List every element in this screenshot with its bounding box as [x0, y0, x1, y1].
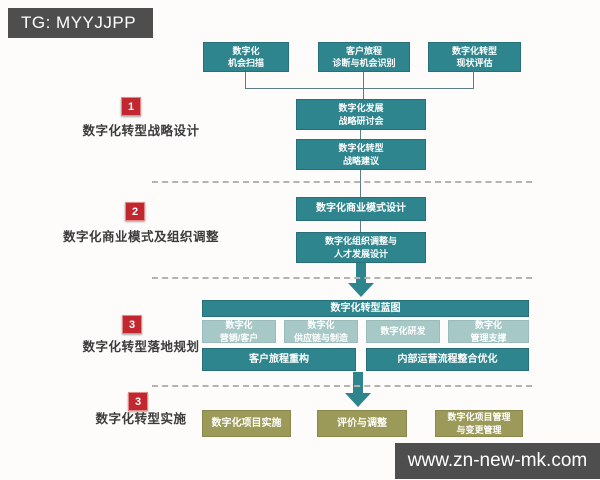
stage-number: 2	[131, 205, 139, 218]
stage-1-label: 数字化转型战略设计	[82, 124, 200, 138]
box-text-line: 数字化项目实施	[211, 417, 282, 429]
domain-box-marketing-customer: 数字化 营销/客户	[202, 320, 276, 343]
domain-box-management-support: 数字化 管理支撑	[448, 320, 529, 343]
box-strategy-workshop: 数字化发展 战略研讨会	[296, 99, 426, 130]
box-text-line: 战略建议	[342, 155, 379, 166]
stage-divider-dashed-line	[152, 385, 532, 387]
box-business-model-design: 数字化商业模式设计	[296, 197, 426, 221]
box-text-line: 数字化项目管理	[447, 412, 511, 423]
top-watermark-text: TG: MYYJJPP	[21, 13, 137, 32]
box-text-line: 数字化商业模式设计	[316, 203, 406, 215]
box-text-line: 数字化组织调整与	[324, 236, 397, 247]
connector-line	[245, 72, 246, 89]
stage-number: 3	[134, 395, 142, 408]
box-text-line: 数字化转型蓝图	[330, 302, 401, 314]
box-text-line: 管理支撑	[470, 332, 507, 343]
box-text-line: 数字化	[225, 320, 253, 331]
connector-line	[473, 71, 474, 89]
box-org-adjustment-talent: 数字化组织调整与 人才发展设计	[296, 232, 426, 263]
down-arrow-icon	[356, 263, 366, 283]
box-text-line: 人才发展设计	[333, 248, 388, 259]
connector-line	[360, 221, 361, 232]
box-text-line: 诊断与机会识别	[332, 58, 396, 68]
connector-line	[363, 72, 364, 99]
box-text-line: 数字化发展	[338, 103, 384, 114]
box-project-change-management: 数字化项目管理 与变更管理	[435, 410, 523, 437]
stage-4-badge: 3	[128, 392, 148, 411]
box-text-line: 内部运营流程整合优化	[397, 353, 498, 365]
stage-number: 1	[127, 100, 135, 113]
box-strategy-proposal: 数字化转型 战略建议	[296, 139, 426, 170]
stage-2-badge: 2	[125, 202, 145, 221]
down-arrow-icon	[353, 372, 363, 393]
domain-box-supply-chain-manufacturing: 数字化 供应链与制造	[284, 320, 358, 343]
stage-number: 3	[128, 318, 136, 331]
box-text-line: 客户旅程	[345, 45, 382, 56]
stage-2-label: 数字化商业模式及组织调整	[62, 230, 219, 244]
stage-3-badge: 3	[122, 315, 142, 334]
stage-1-badge: 1	[121, 97, 141, 116]
stage-divider-dashed-line	[152, 277, 532, 279]
box-text-line: 机会扫描	[227, 58, 264, 68]
input-box-opportunity-scan: 数字化 机会扫描	[203, 42, 289, 72]
stage-3-label: 数字化转型落地规划	[82, 340, 200, 354]
stage-divider-dashed-line	[152, 181, 532, 183]
box-text-line: 数字化	[474, 320, 502, 331]
stream-box-customer-journey-rebuild: 客户旅程重构	[202, 348, 356, 371]
input-box-status-assessment: 数字化转型 现状评估	[428, 42, 521, 72]
box-text-line: 数字化研发	[380, 326, 426, 337]
box-evaluation-adjustment: 评价与调整	[317, 410, 407, 437]
box-text-line: 与变更管理	[456, 424, 502, 435]
down-arrow-icon	[345, 393, 371, 407]
box-text-line: 供应链与制造	[293, 332, 348, 343]
connector-line	[360, 130, 361, 139]
domain-box-rnd: 数字化研发	[366, 320, 440, 343]
connector-line	[245, 88, 474, 89]
down-arrow-icon	[348, 283, 374, 297]
bottom-watermark: www.zn-new-mk.com	[395, 443, 600, 479]
input-box-customer-journey-diagnosis: 客户旅程 诊断与机会识别	[318, 42, 410, 72]
box-text-line: 数字化转型	[451, 45, 497, 56]
box-text-line: 营销/客户	[219, 332, 259, 343]
box-text-line: 数字化转型	[338, 143, 384, 154]
box-text-line: 客户旅程重构	[249, 353, 309, 365]
box-text-line: 战略研讨会	[338, 115, 384, 126]
box-text-line: 评价与调整	[337, 417, 387, 429]
box-text-line: 数字化	[307, 320, 335, 331]
stage-4-label: 数字化转型实施	[95, 412, 187, 426]
bottom-watermark-text: www.zn-new-mk.com	[407, 450, 588, 471]
top-watermark: TG: MYYJJPP	[8, 8, 153, 38]
stream-box-internal-ops-optimization: 内部运营流程整合优化	[366, 348, 529, 371]
box-text-line: 现状评估	[456, 58, 493, 68]
box-text-line: 数字化	[232, 45, 260, 56]
connector-line	[360, 170, 361, 197]
box-project-implementation: 数字化项目实施	[202, 410, 291, 437]
blueprint-header: 数字化转型蓝图	[202, 300, 529, 317]
